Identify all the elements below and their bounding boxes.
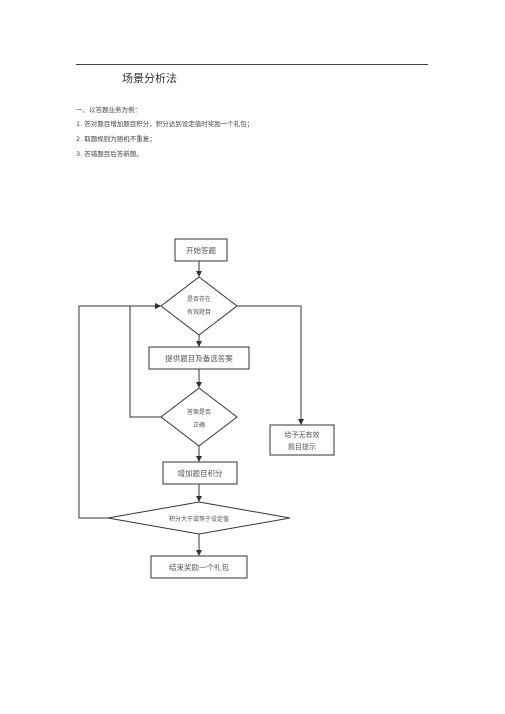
page-title: 场景分析法 (122, 72, 177, 85)
decision-correct (160, 387, 238, 447)
no-question-label-2: 题目提示 (288, 442, 316, 451)
list-item-text: 答对题目增加题目积分，积分达到设定值时奖励一个礼包； (84, 120, 254, 128)
arrow-threshold-loop (78, 303, 161, 519)
list-item-number: 1. (76, 120, 83, 128)
arrow-no-question (237, 305, 304, 425)
list-item: 2. 取题规则为随机不重复； (76, 133, 156, 143)
decision-has-question (160, 276, 238, 336)
add-score-box (162, 461, 238, 485)
correct-label-2: 正确 (193, 421, 205, 429)
provide-label: 提供题目及备选答案 (165, 353, 233, 363)
intro-lead: 一、以答题业务为例： (76, 106, 141, 114)
list-item-number: 3. (76, 150, 83, 158)
start-label: 开始答题 (186, 245, 216, 255)
list-item-text: 取题规则为随机不重复； (84, 135, 156, 143)
header-rule (76, 64, 428, 65)
has-question-label-1: 是否存在 (187, 295, 211, 303)
threshold-label: 积分大于或等于设定值 (169, 515, 229, 523)
arrow-wrong-loop (129, 303, 161, 418)
list-item-number: 2. (76, 135, 83, 143)
has-question-label-2: 有效题目 (187, 308, 211, 316)
correct-label-1: 答案是否 (187, 408, 211, 416)
add-score-label: 增加题目积分 (178, 468, 223, 478)
no-question-label-1: 给予无有效 (285, 430, 320, 439)
end-box (150, 555, 248, 579)
list-item: 1. 答对题目增加题目积分，积分达到设定值时奖励一个礼包； (76, 118, 253, 128)
list-item: 3. 答错题目后答新题。 (76, 148, 143, 158)
start-box (174, 238, 228, 262)
end-label: 结束奖励一个礼包 (169, 562, 229, 572)
list-item-text: 答错题目后答新题。 (84, 150, 143, 158)
no-question-box (269, 424, 335, 456)
